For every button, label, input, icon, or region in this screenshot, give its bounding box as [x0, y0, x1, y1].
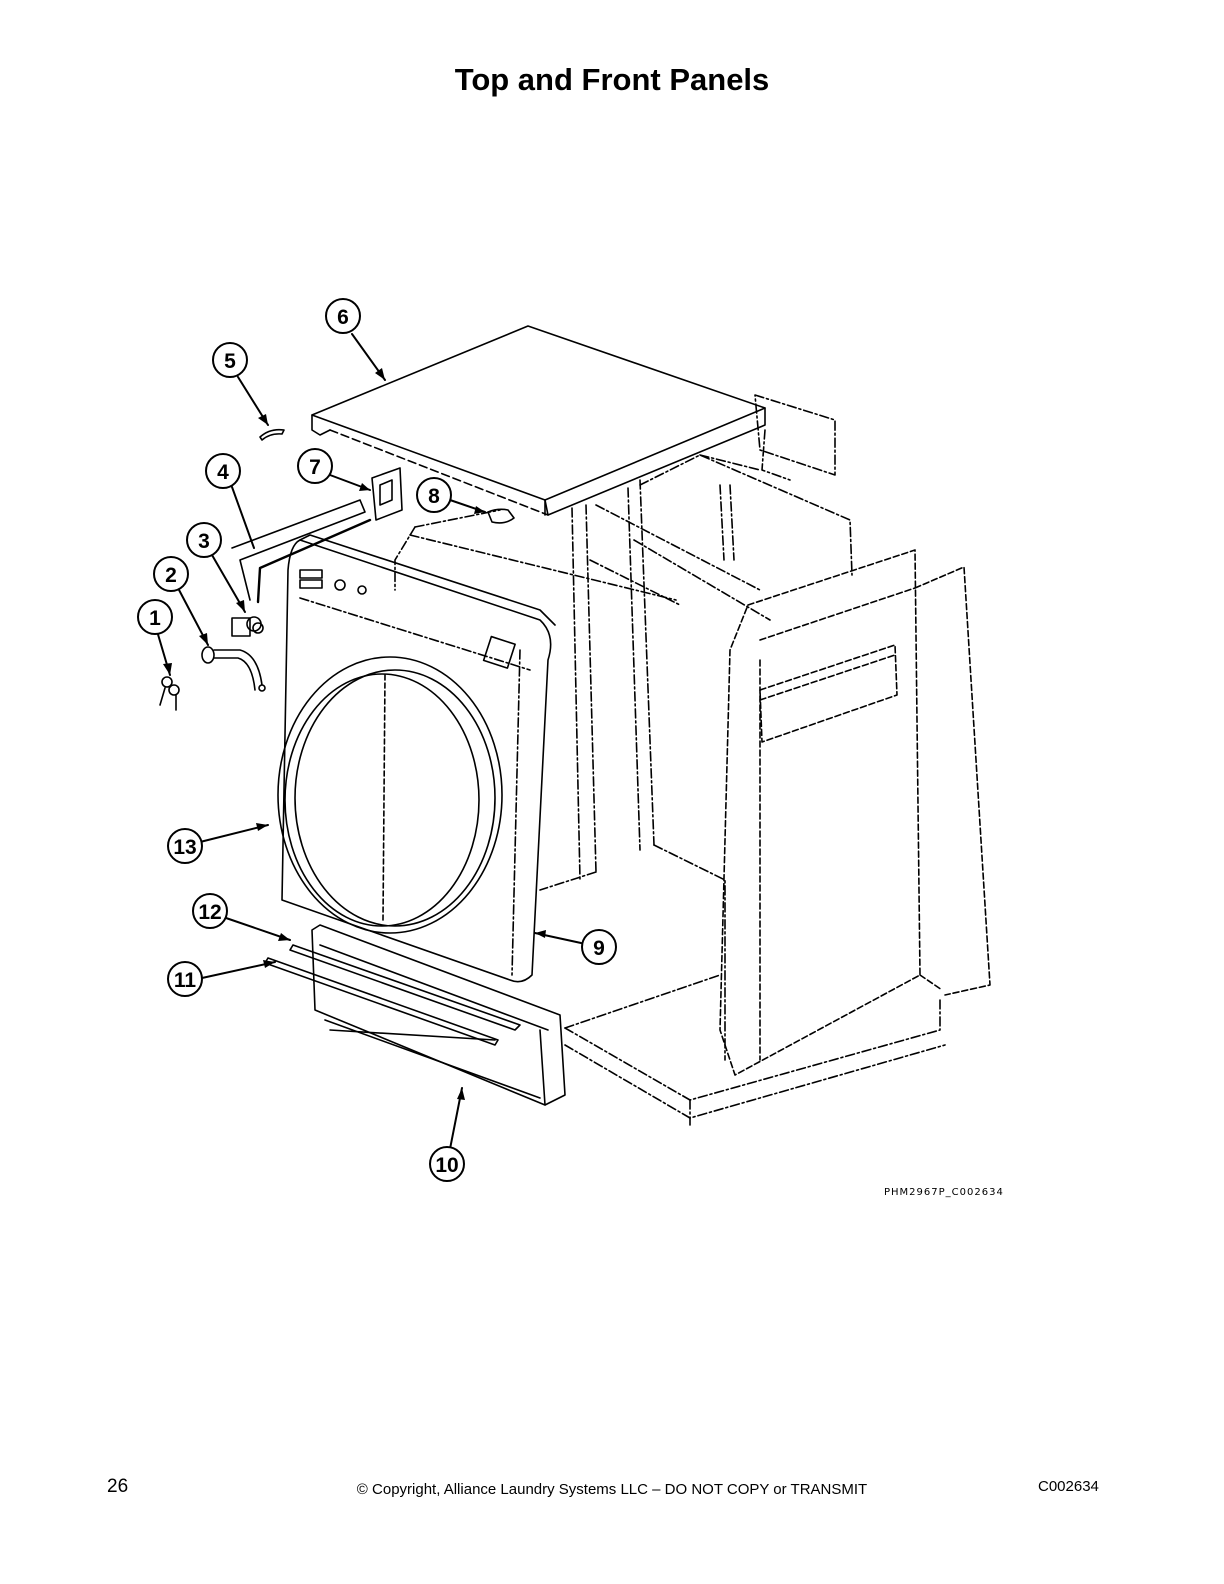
callout-7: 7	[297, 448, 333, 484]
svg-text:3: 3	[198, 530, 210, 553]
svg-text:4: 4	[217, 461, 229, 484]
callout-4: 4	[205, 453, 241, 489]
svg-text:11: 11	[174, 969, 197, 992]
figure-code: PHM2967P_C002634	[884, 1187, 1004, 1198]
copyright-notice: © Copyright, Alliance Laundry Systems LL…	[356, 1481, 868, 1498]
callout-10: 10	[429, 1146, 465, 1182]
front-panel	[281, 534, 556, 983]
svg-text:9: 9	[593, 937, 605, 960]
callout-9: 9	[581, 929, 617, 965]
callouts: 1 2 3 4 5 6 7 8	[137, 298, 617, 1182]
svg-text:10: 10	[435, 1154, 458, 1177]
svg-text:8: 8	[428, 485, 440, 508]
small-parts	[159, 428, 515, 711]
trim-rails	[264, 944, 521, 1046]
callout-2: 2	[153, 556, 189, 592]
svg-text:7: 7	[309, 456, 321, 479]
svg-text:5: 5	[224, 350, 236, 373]
page-number: 26	[107, 1476, 129, 1497]
svg-text:1: 1	[149, 607, 161, 630]
callout-11: 11	[167, 961, 203, 997]
callout-1: 1	[137, 599, 173, 635]
callout-5: 5	[212, 342, 248, 378]
callout-13: 13	[167, 828, 203, 864]
right-side-panel	[719, 549, 991, 1076]
callout-6: 6	[325, 298, 361, 334]
kick-panel	[311, 924, 566, 1106]
callout-8: 8	[416, 477, 452, 513]
door-seal	[277, 656, 503, 934]
svg-text:2: 2	[165, 564, 177, 587]
document-code: C002634	[1038, 1478, 1099, 1495]
svg-text:6: 6	[337, 306, 349, 329]
top-panel	[311, 325, 766, 516]
cabinet-frame	[394, 394, 946, 1126]
svg-text:13: 13	[173, 836, 196, 859]
callout-12: 12	[192, 893, 228, 929]
leader-arrowheads	[163, 368, 546, 1100]
callout-3: 3	[186, 522, 222, 558]
svg-text:12: 12	[198, 901, 221, 924]
page-title: Top and Front Panels	[454, 62, 770, 97]
